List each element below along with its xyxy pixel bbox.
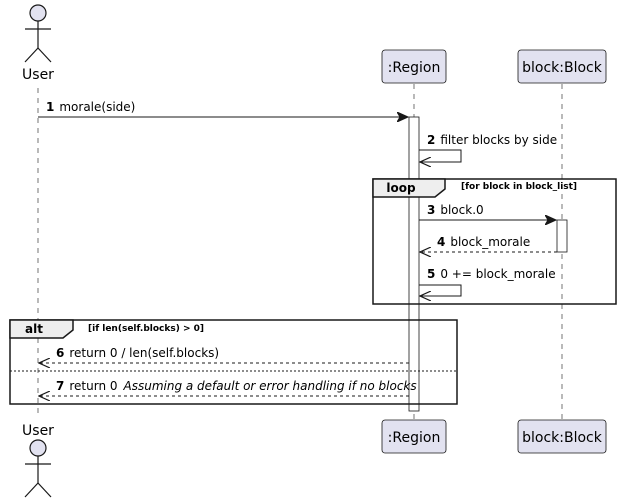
region-activation	[408, 116, 420, 412]
message-7-note: Assuming a default or error handling if …	[123, 379, 417, 393]
alt-frame: alt [if len(self.blocks) > 0]	[9, 319, 458, 405]
user-label-top: User	[22, 67, 54, 83]
loop-frame-title: loop	[386, 181, 416, 195]
svg-text::Region: :Region	[388, 430, 441, 446]
user-actor-icon-bottom	[24, 439, 52, 498]
loop-frame-guard: [for block in block_list]	[461, 182, 577, 192]
region-participant-top: :Region	[381, 49, 447, 84]
loop-frame: loop [for block in block_list]	[372, 178, 617, 305]
block-participant-top: block:Block	[517, 49, 607, 84]
svg-text:block:Block: block:Block	[522, 60, 603, 76]
alt-frame-title: alt	[25, 322, 43, 336]
svg-text::Region: :Region	[388, 60, 441, 76]
user-label-bottom: User	[22, 423, 54, 439]
block-participant-bottom: block:Block	[517, 419, 607, 454]
message-2-arrow	[419, 149, 462, 162]
user-actor-icon	[24, 4, 52, 63]
message-5-arrow	[419, 284, 462, 296]
region-participant-bottom: :Region	[381, 419, 447, 454]
block-activation	[556, 219, 568, 253]
alt-frame-guard: [if len(self.blocks) > 0]	[88, 324, 204, 334]
svg-text:block:Block: block:Block	[522, 430, 603, 446]
